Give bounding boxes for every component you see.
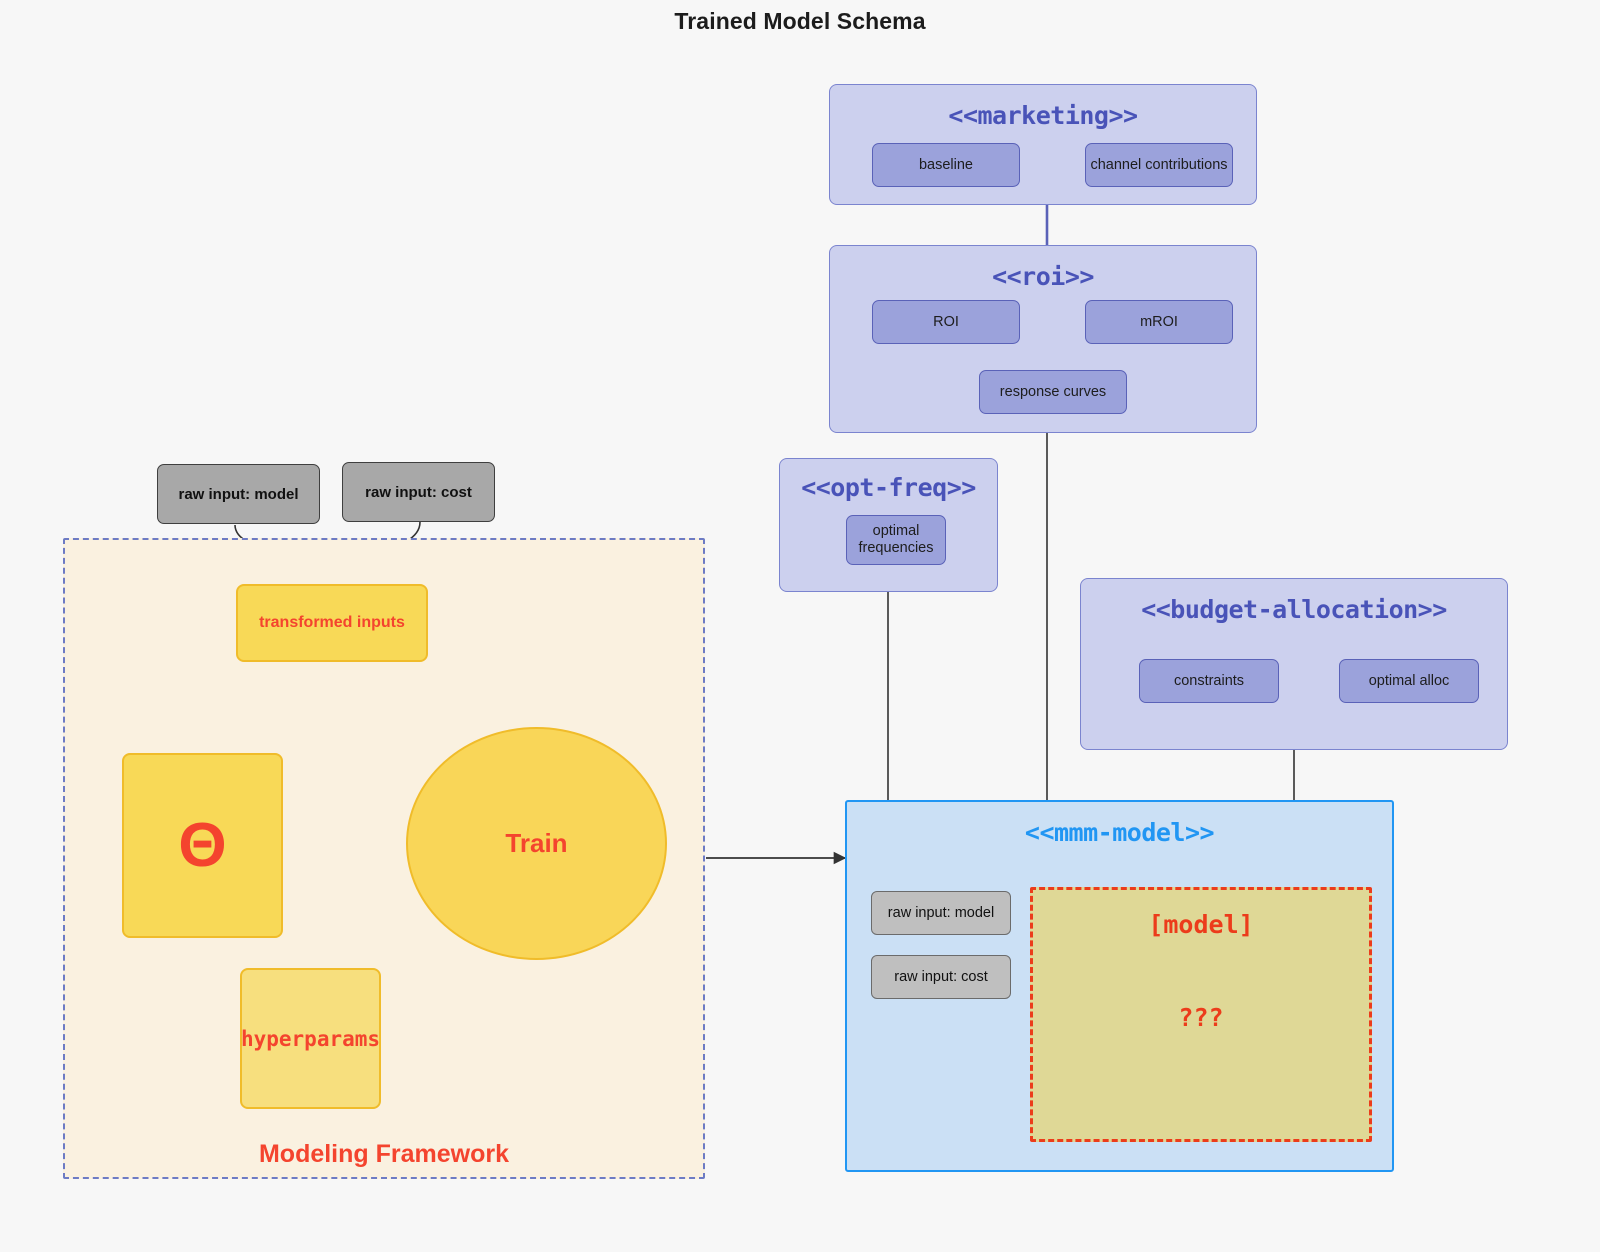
package-opt-freq[interactable]: <<opt-freq>> optimal frequencies: [779, 458, 998, 592]
node-mmm-raw-input-cost-label: raw input: cost: [894, 969, 988, 985]
node-raw-input-model[interactable]: raw input: model: [148, 455, 320, 524]
node-transformed-inputs-label: transformed inputs: [259, 614, 405, 631]
node-baseline[interactable]: baseline: [863, 134, 1020, 187]
node-optimal-frequencies[interactable]: optimal frequencies: [837, 506, 946, 565]
node-raw-input-cost-label: raw input: cost: [365, 483, 472, 501]
model-unknown-label: ???: [1178, 1003, 1224, 1032]
package-mmm-model-title: <<mmm-model>>: [1024, 818, 1215, 847]
node-channel-contributions-label: channel contributions: [1090, 156, 1228, 173]
node-optimal-frequencies-label: optimal frequencies: [858, 523, 934, 556]
node-mmm-raw-input-cost[interactable]: raw input: cost: [864, 948, 1011, 999]
node-mroi[interactable]: mROI: [1076, 291, 1233, 344]
node-raw-input-cost[interactable]: raw input: cost: [333, 453, 495, 522]
node-hyperparams[interactable]: hyperparams: [230, 958, 381, 1109]
package-marketing-title: <<marketing>>: [948, 101, 1138, 130]
node-baseline-label: baseline: [918, 156, 973, 173]
node-roi[interactable]: ROI: [863, 291, 1020, 344]
node-optimal-alloc-label: optimal alloc: [1368, 672, 1450, 689]
node-roi-label: ROI: [933, 313, 959, 330]
package-roi[interactable]: <<roi>> ROI mROI response curves: [829, 245, 1257, 433]
node-mmm-raw-input-model[interactable]: raw input: model: [864, 884, 1011, 935]
node-raw-input-model-label: raw input: model: [178, 485, 299, 503]
node-channel-contributions[interactable]: channel contributions: [1076, 134, 1233, 187]
node-train[interactable]: Train: [406, 727, 667, 960]
node-constraints-label: constraints: [1173, 672, 1245, 689]
page-title: Trained Model Schema: [674, 8, 926, 34]
node-mroi-label: mROI: [1140, 313, 1178, 330]
package-budget-allocation-title: <<budget-allocation>>: [1141, 595, 1447, 624]
modeling-framework-label: Modeling Framework: [258, 1140, 510, 1168]
node-hyperparams-label: hyperparams: [240, 1026, 381, 1051]
model-placeholder-label: [model]: [1148, 910, 1254, 939]
node-optimal-alloc[interactable]: optimal alloc: [1330, 650, 1479, 703]
package-roi-title: <<roi>>: [992, 262, 1094, 291]
model-placeholder-box[interactable]: [model] ???: [1030, 887, 1372, 1142]
node-theta[interactable]: Θ: [112, 743, 283, 938]
node-mmm-raw-input-model-label: raw input: model: [887, 905, 995, 921]
node-constraints[interactable]: constraints: [1130, 650, 1279, 703]
theta-symbol: Θ: [178, 810, 227, 880]
package-marketing[interactable]: <<marketing>> baseline channel contribut…: [829, 84, 1257, 205]
package-budget-allocation[interactable]: <<budget-allocation>> constraints optima…: [1080, 578, 1508, 750]
node-train-label: Train: [505, 828, 568, 858]
package-mmm-model[interactable]: <<mmm-model>> raw input: model raw input…: [845, 800, 1394, 1172]
node-response-curves[interactable]: response curves: [970, 361, 1127, 414]
package-opt-freq-title: <<opt-freq>>: [801, 473, 976, 502]
node-transformed-inputs[interactable]: transformed inputs: [226, 574, 428, 662]
node-response-curves-label: response curves: [999, 383, 1107, 400]
